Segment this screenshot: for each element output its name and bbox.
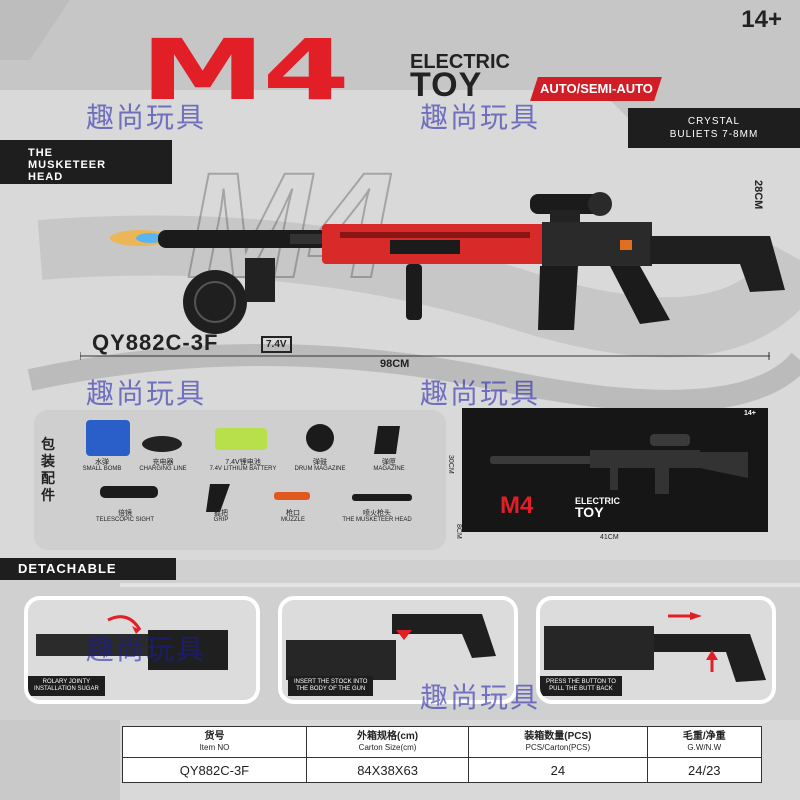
- height-dimension: 28CM: [752, 180, 764, 210]
- box-electric-text: ELECTRIC: [575, 496, 620, 506]
- receiver: [542, 222, 652, 266]
- pistol-grip: [610, 266, 670, 324]
- length-dimension-line: [80, 352, 770, 360]
- spec-value-item-no: QY882C-3F: [122, 757, 307, 783]
- spec-value-carton-size: 84X38X63: [305, 757, 470, 783]
- model-number: QY882C-3F: [92, 330, 219, 355]
- title-electric: ELECTRIC: [410, 51, 510, 73]
- length-dimension: 98CM: [380, 358, 410, 370]
- spec-header-carton-size: 外箱规格(cm)Carton Size(cm): [305, 726, 470, 758]
- detach-step-1-image: [36, 615, 228, 670]
- watermark: 趣尚玩具: [86, 377, 207, 410]
- detachable-banner: DETACHABLE: [0, 558, 176, 580]
- spec-value-pcs-carton: 24: [468, 757, 648, 783]
- spec-header-pcs-carton: 装箱数量(PCS)PCS/Carton(PCS): [468, 726, 648, 758]
- gun-image: [110, 192, 785, 334]
- box-toy-text: TOY: [575, 504, 604, 520]
- musketeer-head-icon: [352, 494, 412, 501]
- detach-step-2: INSERT THE STOCK INTO THE BODY OF THE GU…: [278, 596, 518, 704]
- telescopic-sight-icon: [100, 486, 158, 498]
- detach-step-1: ROLARY JOINTY INSTALLATION SUGAR: [24, 596, 260, 704]
- muzzle-icon: [274, 492, 310, 500]
- fore-grip: [406, 264, 422, 320]
- stock: [650, 236, 785, 292]
- crystal-bullets-banner: CRYSTAL BULIETS 7-8MM: [628, 108, 800, 148]
- box-age-rating: 14+: [744, 410, 756, 417]
- battery-icon: [215, 428, 267, 450]
- drum-magazine-icon: [306, 424, 334, 452]
- small-bomb-icon: [86, 420, 130, 456]
- mode-badge: AUTO/SEMI-AUTO: [530, 77, 662, 101]
- detach-step-2-caption: INSERT THE STOCK INTO THE BODY OF THE GU…: [288, 676, 374, 696]
- watermark: 趣尚玩具: [420, 681, 541, 714]
- watermark: 趣尚玩具: [86, 633, 207, 666]
- detach-step-3-image: [544, 612, 766, 682]
- barrel: [158, 230, 328, 248]
- magazine: [538, 266, 578, 330]
- title-m4: M4: [140, 21, 350, 119]
- detach-step-3-caption: PRESS THE BUTTON TO PULL THE BUTT BACK: [540, 676, 622, 696]
- detach-step-2-image: [286, 614, 496, 680]
- box-height-dimension: 30CM: [447, 455, 454, 474]
- box-depth-dimension: 8CM: [455, 524, 462, 539]
- charging-line-icon: [142, 436, 182, 452]
- grip-icon: [206, 484, 230, 512]
- detach-step-1-caption: ROLARY JOINTY INSTALLATION SUGAR: [28, 676, 105, 696]
- watermark: 趣尚玩具: [86, 101, 207, 134]
- watermark: 趣尚玩具: [420, 101, 541, 134]
- package-contents-title: 包 装 配 件: [41, 436, 55, 503]
- drum-magazine-icon: [183, 270, 247, 334]
- battery-badge: 7.4V: [261, 336, 292, 353]
- detach-step-3: PRESS THE BUTTON TO PULL THE BUTT BACK: [536, 596, 776, 704]
- watermark: 趣尚玩具: [420, 377, 541, 410]
- spec-value-weight: 24/23: [646, 757, 763, 783]
- magazine-icon: [374, 426, 400, 454]
- spec-table-value-row: QY882C-3F 84X38X63 24 24/23: [122, 757, 763, 783]
- box-m4-logo: M4: [500, 492, 534, 519]
- package-items-art: [86, 420, 412, 512]
- musketeer-head-banner: THE MUSKETEER HEAD: [0, 140, 172, 184]
- title-toy: TOY: [410, 66, 483, 104]
- age-rating: 14+: [741, 6, 782, 33]
- scope: [530, 194, 602, 214]
- box-gun-image: [490, 434, 748, 494]
- box-width-dimension: 41CM: [600, 534, 619, 541]
